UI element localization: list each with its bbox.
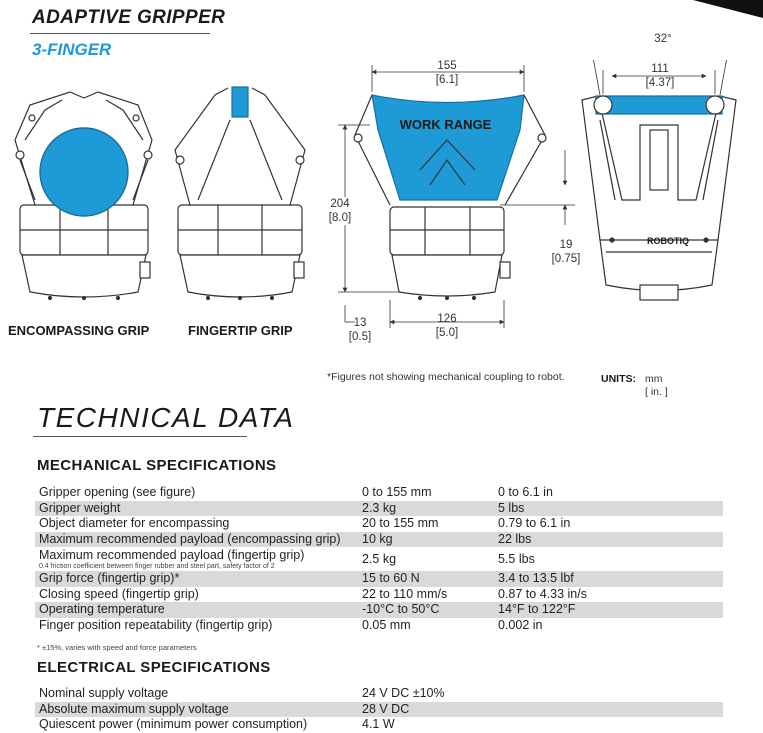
table-row: Quiescent power (minimum power consumpti… (39, 717, 395, 732)
table-row: Gripper weight 2.3 kg 5 lbs (35, 500, 723, 516)
row-note: 0.4 friction coefficient between finger … (39, 562, 275, 570)
side-view-drawing (581, 95, 737, 301)
technical-data-title: TECHNICAL DATA (37, 402, 295, 433)
electrical-specs-table: Nominal supply voltage 24 V DC ±10% Abso… (35, 686, 723, 733)
table-row: Operating temperature -10°C to 50°C 14°F… (35, 602, 723, 618)
mechanical-footnote: * ±15%, varies with speed and force para… (37, 643, 197, 652)
fingertip-grip-label: FINGERTIP GRIP (188, 323, 293, 338)
dim-base-width: 126 [5.0] (435, 313, 459, 339)
encompassing-grip-label: ENCOMPASSING GRIP (8, 323, 150, 338)
electrical-specs-title: ELECTRICAL SPECIFICATIONS (37, 659, 271, 676)
page-subtitle: 3-FINGER (32, 40, 112, 59)
dim-height: 204 [8.0] (322, 197, 358, 225)
work-range-area (371, 94, 525, 201)
gripper-figures (14, 60, 737, 328)
mechanical-specs-title: MECHANICAL SPECIFICATIONS (37, 457, 277, 474)
dim-side-width: 111 [4.37] (645, 63, 675, 89)
fingertip-object (231, 86, 249, 118)
dim-offset-small: 13 [0.5] (348, 317, 372, 343)
dim-angle: 32° (648, 32, 678, 46)
work-range-label: WORK RANGE (399, 117, 492, 132)
title-underline (30, 33, 210, 34)
table-row: Maximum recommended payload (encompassin… (35, 531, 723, 547)
table-row: Nominal supply voltage 24 V DC ±10% (39, 686, 445, 701)
technical-data-underline (33, 436, 247, 437)
table-row: Closing speed (fingertip grip) 22 to 110… (39, 586, 587, 601)
side-view-dimensions (593, 60, 727, 96)
encompassed-object (39, 127, 129, 217)
table-row: Finger position repeatability (fingertip… (39, 617, 543, 632)
fingertip-grip-drawing (174, 86, 306, 301)
units-label: UNITS: (601, 373, 636, 385)
row-label: Maximum recommended payload (fingertip g… (39, 547, 305, 562)
table-row: Gripper opening (see figure) 0 to 155 mm… (39, 485, 553, 500)
table-row: Absolute maximum supply voltage 28 V DC (35, 701, 723, 717)
dim-offset-side: 19 [0.75] (551, 239, 581, 265)
side-work-range (595, 95, 723, 115)
dim-opening-width: 155 [6.1] (435, 60, 459, 86)
table-row: Grip force (fingertip grip)* 15 to 60 N … (35, 571, 723, 587)
corner-tab (693, 0, 763, 18)
table-row: Object diameter for encompassing 20 to 1… (39, 516, 571, 531)
units-values: mm [ in. ] (645, 373, 668, 398)
encompassing-grip-drawing (14, 91, 153, 301)
mechanical-specs-table: Gripper opening (see figure) 0 to 155 mm… (35, 485, 723, 633)
brand-logo-text: ROBOTIQ (647, 236, 689, 246)
table-row: Maximum recommended payload (fingertip g… (39, 547, 535, 570)
figure-footnote: *Figures not showing mechanical coupling… (327, 371, 565, 383)
work-range-drawing (353, 94, 547, 301)
page-title: ADAPTIVE GRIPPER (32, 7, 226, 28)
